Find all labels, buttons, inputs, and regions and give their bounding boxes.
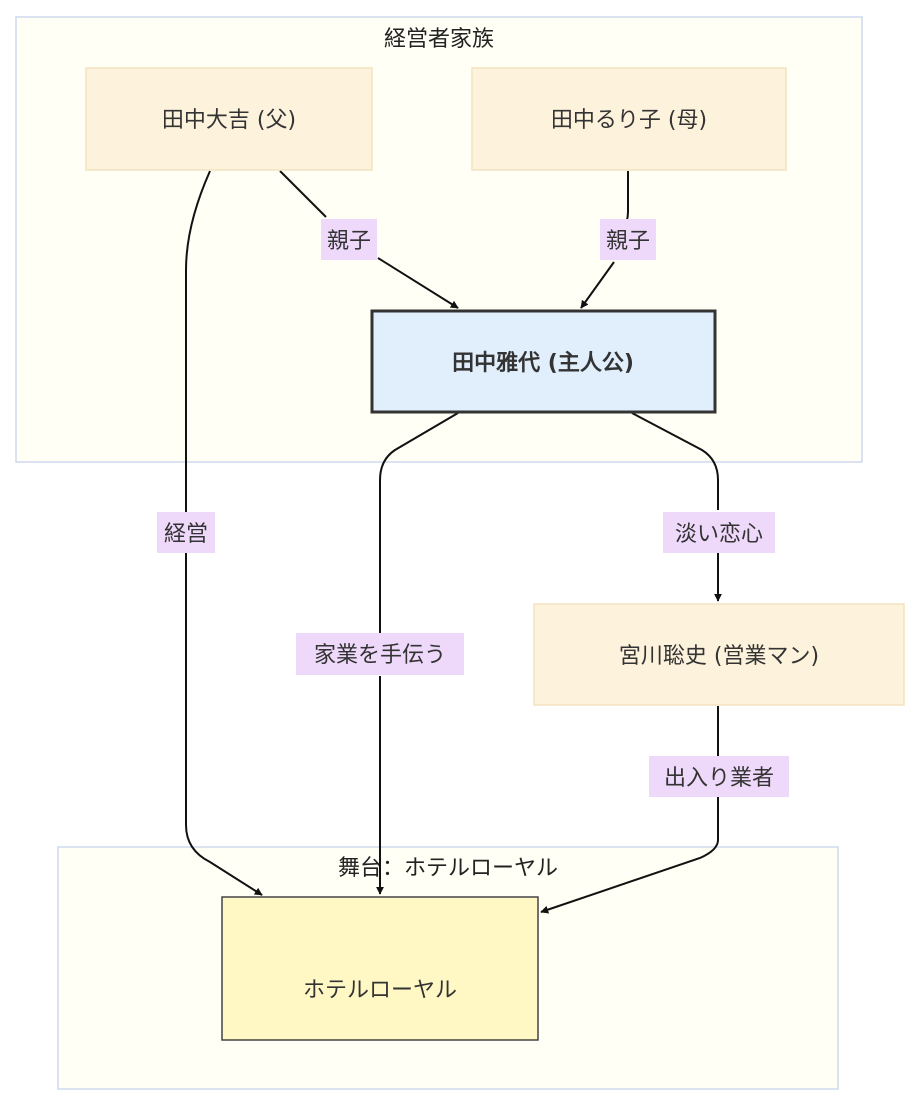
node-miyakawa[interactable]: 宮川聡史 (営業マン) xyxy=(533,603,905,706)
edge-label-bg xyxy=(157,512,215,553)
node-miyakawa-box[interactable] xyxy=(533,603,905,706)
edge-label-oyako-2: 親子 xyxy=(600,219,656,260)
edge-label-text: 出入り業者 xyxy=(664,766,774,791)
node-father-box[interactable] xyxy=(85,67,373,171)
node-masayo[interactable]: 田中雅代 (主人公) xyxy=(370,309,717,414)
edge-label-oyako-1: 親子 xyxy=(321,219,377,260)
edge-label-text: 親子 xyxy=(327,229,371,254)
edge-label-text: 淡い恋心 xyxy=(675,522,763,547)
node-miyakawa-label: 宮川聡史 (営業マン) xyxy=(619,644,819,669)
node-father[interactable]: 田中大吉 (父) xyxy=(85,67,373,171)
edge-label-kagyou: 家業を手伝う xyxy=(296,633,464,675)
node-mother-label: 田中るり子 (母) xyxy=(551,108,707,133)
cluster-family-label: 経営者家族 xyxy=(384,27,494,52)
edge-father-hotel xyxy=(185,170,262,895)
node-mother-box[interactable] xyxy=(471,67,787,171)
cluster-stage-label: 舞台：ホテルローヤル xyxy=(338,856,558,881)
node-masayo-box[interactable] xyxy=(370,309,717,414)
edge-label-keiei: 経営 xyxy=(157,512,215,553)
edge-masayo-miyakawa xyxy=(631,412,718,601)
edge-label-text: 家業を手伝う xyxy=(314,643,446,668)
edge-label-text: 親子 xyxy=(606,229,650,254)
edge-label-deiri: 出入り業者 xyxy=(649,756,789,797)
node-hotel-box[interactable] xyxy=(221,896,539,1041)
node-mother[interactable]: 田中るり子 (母) xyxy=(471,67,787,171)
edge-label-bg xyxy=(663,512,775,553)
edge-label-bg xyxy=(600,219,656,260)
edge-label-koigokoro: 淡い恋心 xyxy=(663,512,775,553)
edge-label-bg xyxy=(649,756,789,797)
edge-label-text: 経営 xyxy=(164,522,208,547)
edge-label-bg xyxy=(296,633,464,675)
edge-miyakawa-hotel xyxy=(541,706,719,912)
node-masayo-label: 田中雅代 (主人公) xyxy=(452,350,634,376)
edge-father-masayo xyxy=(279,170,458,308)
edge-label-bg xyxy=(321,219,377,260)
node-hotel[interactable]: ホテルローヤル xyxy=(221,896,539,1041)
node-father-label: 田中大吉 (父) xyxy=(162,108,296,133)
edge-masayo-hotel xyxy=(380,412,459,894)
node-hotel-label: ホテルローヤル xyxy=(303,978,457,1003)
